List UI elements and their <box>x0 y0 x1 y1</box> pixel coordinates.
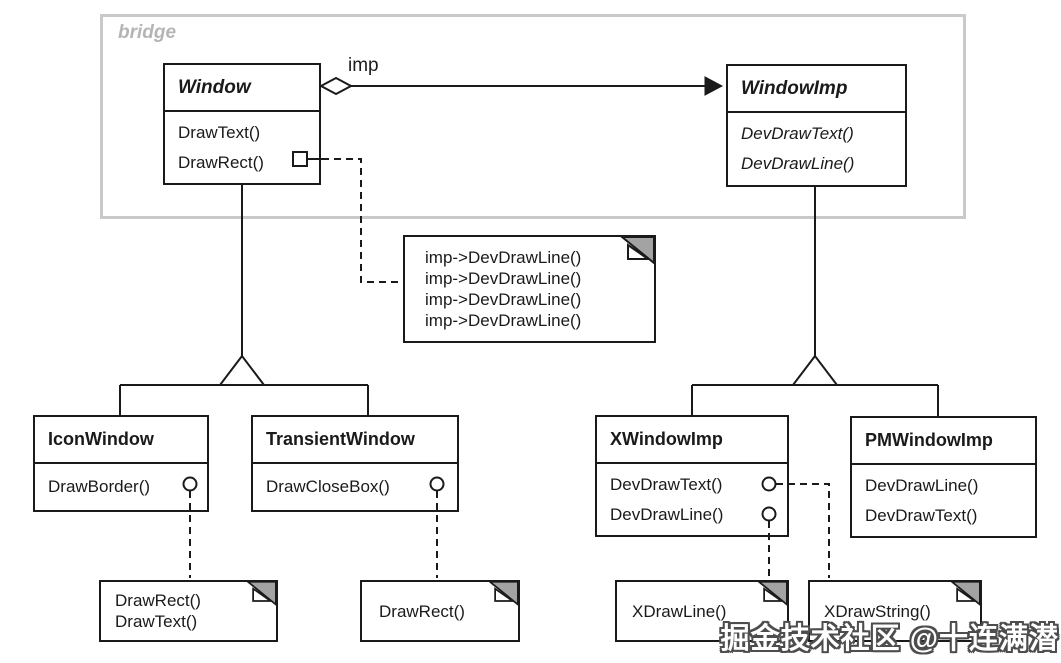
method-x-devdrawline: DevDrawLine() <box>610 504 724 524</box>
note-line: DrawRect() <box>115 591 201 610</box>
note-line: DrawRect() <box>379 601 465 621</box>
note-line: XDrawString() <box>824 601 931 621</box>
class-iconwindow-methods: DrawBorder() <box>35 464 207 510</box>
note-line: imp->DevDrawLine() <box>425 269 582 288</box>
class-windowimp: WindowImp DevDrawText() DevDrawLine() <box>726 64 907 187</box>
class-xwindowimp-methods: DevDrawText() DevDrawLine() <box>597 464 787 535</box>
class-transientwindow-name: TransientWindow <box>253 417 457 464</box>
class-transientwindow: TransientWindow DrawCloseBox() <box>251 415 459 512</box>
class-pmwindowimp-methods: DevDrawLine() DevDrawText() <box>852 465 1035 536</box>
note-line: imp->DevDrawLine() <box>425 248 582 267</box>
method-drawrect: DrawRect() <box>178 152 264 172</box>
note-drawclosebox-implementation: DrawRect() <box>360 580 520 642</box>
note-drawrect-implementation: imp->DevDrawLine() imp->DevDrawLine() im… <box>403 235 656 343</box>
class-transientwindow-methods: DrawCloseBox() <box>253 464 457 510</box>
note-xdrawstring-implementation: XDrawString() <box>808 580 982 642</box>
method-pm-devdrawline: DevDrawLine() <box>865 475 979 495</box>
class-window-methods: DrawText() DrawRect() <box>165 112 319 183</box>
class-xwindowimp-name: XWindowImp <box>597 417 787 464</box>
note-fold-icon <box>245 580 277 607</box>
note-fold-icon <box>756 580 788 607</box>
method-devdrawline: DevDrawLine() <box>741 154 855 173</box>
class-windowimp-name: WindowImp <box>728 66 905 113</box>
bridge-frame-label: bridge <box>118 22 177 43</box>
bridge-frame <box>100 14 966 219</box>
association-imp-label: imp <box>348 55 379 76</box>
class-windowimp-methods: DevDrawText() DevDrawLine() <box>728 113 905 185</box>
method-drawclosebox: DrawCloseBox() <box>266 477 390 496</box>
method-devdrawtext: DevDrawText() <box>741 124 854 143</box>
class-iconwindow-name: IconWindow <box>35 417 207 464</box>
note-xdrawline-implementation: XDrawLine() <box>615 580 789 642</box>
method-drawtext: DrawText() <box>178 122 261 142</box>
watermark-text: 掘金技术社区 @十连满潜 <box>720 623 1059 655</box>
class-iconwindow: IconWindow DrawBorder() <box>33 415 209 512</box>
method-x-devdrawtext: DevDrawText() <box>610 474 723 494</box>
note-drawborder-implementation: DrawRect() DrawText() <box>99 580 278 642</box>
note-fold-icon <box>949 580 981 607</box>
method-drawborder: DrawBorder() <box>48 477 151 496</box>
class-pmwindowimp: PMWindowImp DevDrawLine() DevDrawText() <box>850 416 1037 538</box>
note-fold-icon <box>619 236 655 266</box>
note-fold-icon <box>487 580 519 607</box>
note-line: imp->DevDrawLine() <box>425 290 582 309</box>
inheritance-triangle-icon <box>790 354 840 386</box>
class-window: Window DrawText() DrawRect() <box>163 63 321 185</box>
method-pm-devdrawtext: DevDrawText() <box>865 505 978 525</box>
note-line: XDrawLine() <box>632 601 727 621</box>
note-line: imp->DevDrawLine() <box>425 311 582 330</box>
class-pmwindowimp-name: PMWindowImp <box>852 418 1035 465</box>
note-line: DrawText() <box>115 612 198 631</box>
class-window-name: Window <box>165 65 319 112</box>
class-xwindowimp: XWindowImp DevDrawText() DevDrawLine() <box>595 415 789 537</box>
inheritance-triangle-icon <box>217 354 267 386</box>
